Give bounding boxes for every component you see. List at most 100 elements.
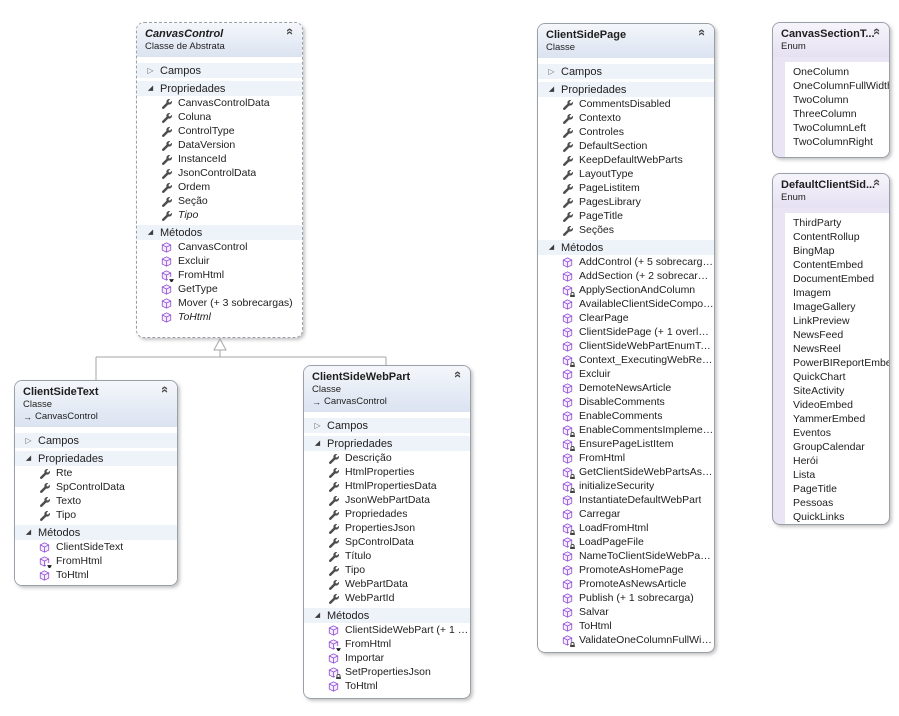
collapse-chevron-icon[interactable]: « [694,28,710,37]
enum-member-row[interactable]: ImageGallery [785,300,889,314]
enum-member-row[interactable]: ThreeColumn [785,107,889,121]
member-row[interactable]: Seção [137,194,302,208]
expander-expanded-icon[interactable]: ◢ [314,611,321,619]
member-row[interactable]: ToHtml [15,568,177,582]
member-row[interactable]: JsonWebPartData [304,493,470,507]
section-header-propriedades[interactable]: ◢Propriedades [15,451,177,466]
member-row[interactable]: FromHtml [15,554,177,568]
member-row[interactable]: DefaultSection [538,139,714,153]
expander-expanded-icon[interactable]: ◢ [314,439,321,447]
member-row[interactable]: HtmlPropertiesData [304,479,470,493]
member-row[interactable]: Publish (+ 1 sobrecarga) [538,591,714,605]
enum-member-row[interactable]: Imagem [785,286,889,300]
enum-member-row[interactable]: PageTitle [785,482,889,496]
member-row[interactable]: Importar [304,651,470,665]
collapse-chevron-icon[interactable]: « [869,27,885,36]
section-header-campos[interactable]: ▷Campos [538,64,714,79]
member-row[interactable]: InstanceId [137,152,302,166]
member-row[interactable]: AddControl (+ 5 sobrecargas) [538,255,714,269]
member-row[interactable]: ValidateOneColumnFullWidthSec... [538,633,714,647]
member-row[interactable]: JsonControlData [137,166,302,180]
member-row[interactable]: Excluir [538,367,714,381]
section-header-campos[interactable]: ▷Campos [15,433,177,448]
expander-expanded-icon[interactable]: ◢ [548,243,555,251]
member-row[interactable]: PagesLibrary [538,195,714,209]
member-row[interactable]: DataVersion [137,138,302,152]
member-row[interactable]: KeepDefaultWebParts [538,153,714,167]
member-row[interactable]: ToHtml [538,619,714,633]
member-row[interactable]: Texto [15,494,177,508]
enum-member-row[interactable]: TwoColumnLeft [785,121,889,135]
member-row[interactable]: PromoteAsNewsArticle [538,577,714,591]
member-row[interactable]: CanvasControlData [137,96,302,110]
expander-expanded-icon[interactable]: ◢ [25,528,32,536]
member-row[interactable]: Contexto [538,111,714,125]
member-row[interactable]: Seções [538,223,714,237]
member-row[interactable]: InstantiateDefaultWebPart [538,493,714,507]
member-row[interactable]: ClientSideText [15,540,177,554]
member-row[interactable]: SpControlData [15,480,177,494]
member-row[interactable]: EnableCommentsImplementation [538,423,714,437]
member-row[interactable]: EnableComments [538,409,714,423]
member-row[interactable]: Controles [538,125,714,139]
member-row[interactable]: CommentsDisabled [538,97,714,111]
enum-member-row[interactable]: OneColumn [785,65,889,79]
member-row[interactable]: PropertiesJson [304,521,470,535]
section-header-m-todos[interactable]: ◢Métodos [538,240,714,255]
enum-member-row[interactable]: TwoColumn [785,93,889,107]
expander-expanded-icon[interactable]: ◢ [147,228,154,236]
member-row[interactable]: Descrição [304,451,470,465]
member-row[interactable]: SpControlData [304,535,470,549]
member-row[interactable]: ClientSidePage (+ 1 overload) [538,325,714,339]
member-row[interactable]: CanvasControl [137,240,302,254]
member-row[interactable]: SetPropertiesJson [304,665,470,679]
member-row[interactable]: Propriedades [304,507,470,521]
collapse-chevron-icon[interactable]: « [450,370,466,379]
enum-member-row[interactable]: NewsFeed [785,328,889,342]
expander-collapsed-icon[interactable]: ▷ [548,66,555,76]
member-row[interactable]: DemoteNewsArticle [538,381,714,395]
member-row[interactable]: ToHtml [304,679,470,693]
member-row[interactable]: ControlType [137,124,302,138]
member-row[interactable]: Mover (+ 3 sobrecargas) [137,296,302,310]
enum-member-row[interactable]: GroupCalendar [785,440,889,454]
member-row[interactable]: EnsurePageListItem [538,437,714,451]
section-header-campos[interactable]: ▷Campos [304,418,470,433]
expander-expanded-icon[interactable]: ◢ [25,454,32,462]
member-row[interactable]: PageTitle [538,209,714,223]
expander-collapsed-icon[interactable]: ▷ [314,420,321,430]
expander-expanded-icon[interactable]: ◢ [548,85,555,93]
collapse-chevron-icon[interactable]: « [157,385,173,394]
enum-member-row[interactable]: Pessoas [785,496,889,510]
member-row[interactable]: AddSection (+ 2 sobrecargas) [538,269,714,283]
member-row[interactable]: FromHtml [137,268,302,282]
enum-member-row[interactable]: SiteActivity [785,384,889,398]
member-row[interactable]: ClientSideWebPart (+ 1 sobr... [304,623,470,637]
section-header-propriedades[interactable]: ◢Propriedades [304,436,470,451]
member-row[interactable]: ToHtml [137,310,302,324]
member-row[interactable]: LayoutType [538,167,714,181]
member-row[interactable]: HtmlProperties [304,465,470,479]
member-row[interactable]: Título [304,549,470,563]
enum-member-row[interactable]: OneColumnFullWidth [785,79,889,93]
section-header-m-todos[interactable]: ◢Métodos [304,608,470,623]
enum-member-row[interactable]: QuickChart [785,370,889,384]
enum-member-row[interactable]: YammerEmbed [785,412,889,426]
member-row[interactable]: NameToClientSideWebPartEnum [538,549,714,563]
member-row[interactable]: Excluir [137,254,302,268]
member-row[interactable]: Salvar [538,605,714,619]
member-row[interactable]: GetClientSideWebPartsAsync [538,465,714,479]
member-row[interactable]: WebPartId [304,591,470,605]
enum-member-row[interactable]: DocumentEmbed [785,272,889,286]
enum-member-row[interactable]: ThirdParty [785,216,889,230]
enum-member-row[interactable]: PowerBIReportEmbed [785,356,889,370]
enum-member-row[interactable]: TwoColumnRight [785,135,889,149]
member-row[interactable]: Carregar [538,507,714,521]
enum-member-row[interactable]: QuickLinks [785,510,889,524]
member-row[interactable]: Ordem [137,180,302,194]
member-row[interactable]: LoadFromHtml [538,521,714,535]
